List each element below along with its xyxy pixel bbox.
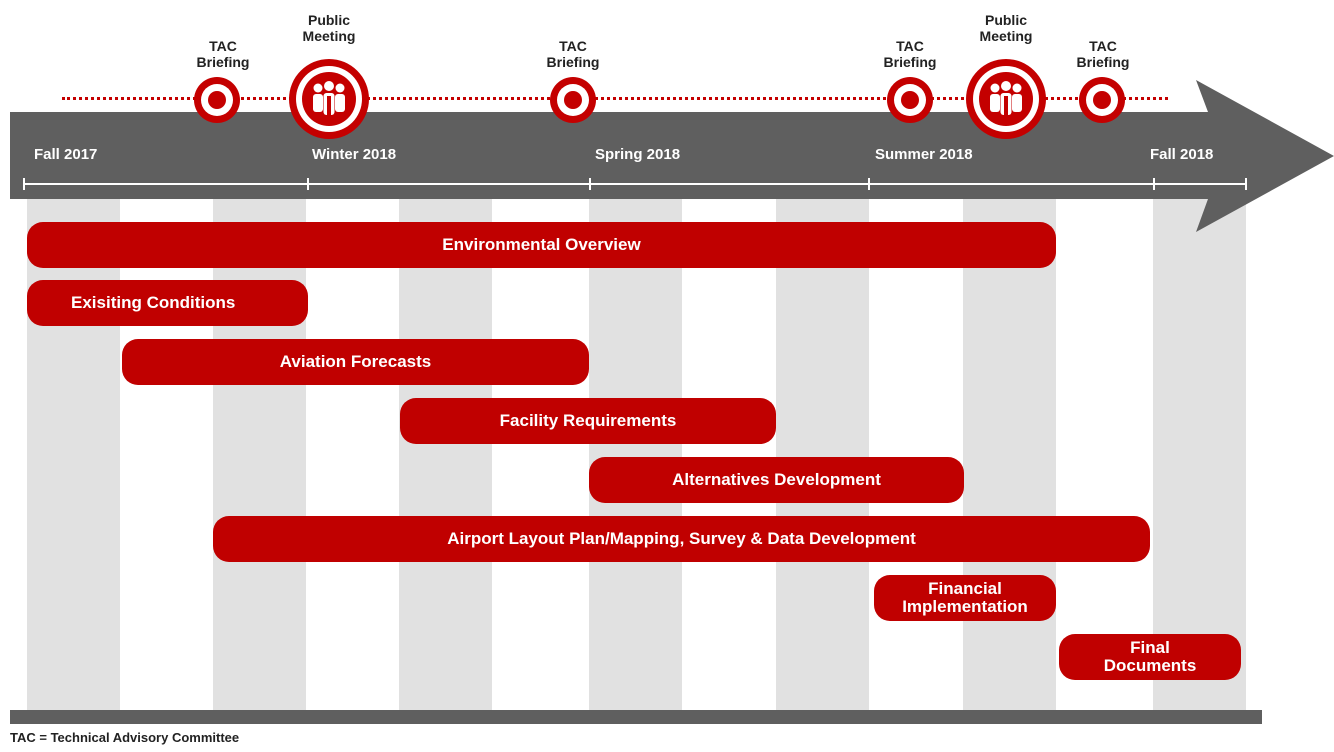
task-bar-final-documents: Final Documents <box>1059 634 1241 680</box>
task-bar-financial-implementation: Financial Implementation <box>874 575 1056 621</box>
milestone-label: TAC Briefing <box>196 38 250 70</box>
column-stripe <box>589 198 682 710</box>
milestone-dotted-line <box>62 97 1168 100</box>
milestone-label: TAC Briefing <box>1076 38 1130 70</box>
task-bar-alternatives-development: Alternatives Development <box>589 457 964 503</box>
target-icon <box>550 77 596 123</box>
milestone-label: TAC Briefing <box>546 38 600 70</box>
column-stripe <box>1153 198 1246 710</box>
task-bar-existing-conditions: Exisiting Conditions <box>27 280 308 326</box>
task-bar-facility-requirements: Facility Requirements <box>400 398 776 444</box>
bottom-bar <box>10 710 1262 724</box>
column-stripe <box>776 198 869 710</box>
people-group-icon <box>966 59 1046 139</box>
column-stripe <box>963 198 1056 710</box>
column-stripe <box>213 198 306 710</box>
season-label: Fall 2018 <box>1150 146 1214 163</box>
target-icon <box>887 77 933 123</box>
people-group-icon <box>289 59 369 139</box>
task-bar-aviation-forecasts: Aviation Forecasts <box>122 339 589 385</box>
task-bar-environmental-overview: Environmental Overview <box>27 222 1056 268</box>
column-stripe <box>399 198 492 710</box>
season-label: Spring 2018 <box>595 146 681 163</box>
milestone-label: Public Meeting <box>979 12 1033 44</box>
season-label: Summer 2018 <box>875 146 973 163</box>
season-label: Winter 2018 <box>312 146 397 163</box>
footnote: TAC = Technical Advisory Committee <box>10 730 240 745</box>
target-icon <box>1079 77 1125 123</box>
milestone-label: Public Meeting <box>302 12 356 44</box>
column-stripe <box>27 198 120 710</box>
target-icon <box>194 77 240 123</box>
season-label: Fall 2017 <box>34 146 98 163</box>
task-bar-airport-layout-plan: Airport Layout Plan/Mapping, Survey & Da… <box>213 516 1150 562</box>
milestone-label: TAC Briefing <box>883 38 937 70</box>
